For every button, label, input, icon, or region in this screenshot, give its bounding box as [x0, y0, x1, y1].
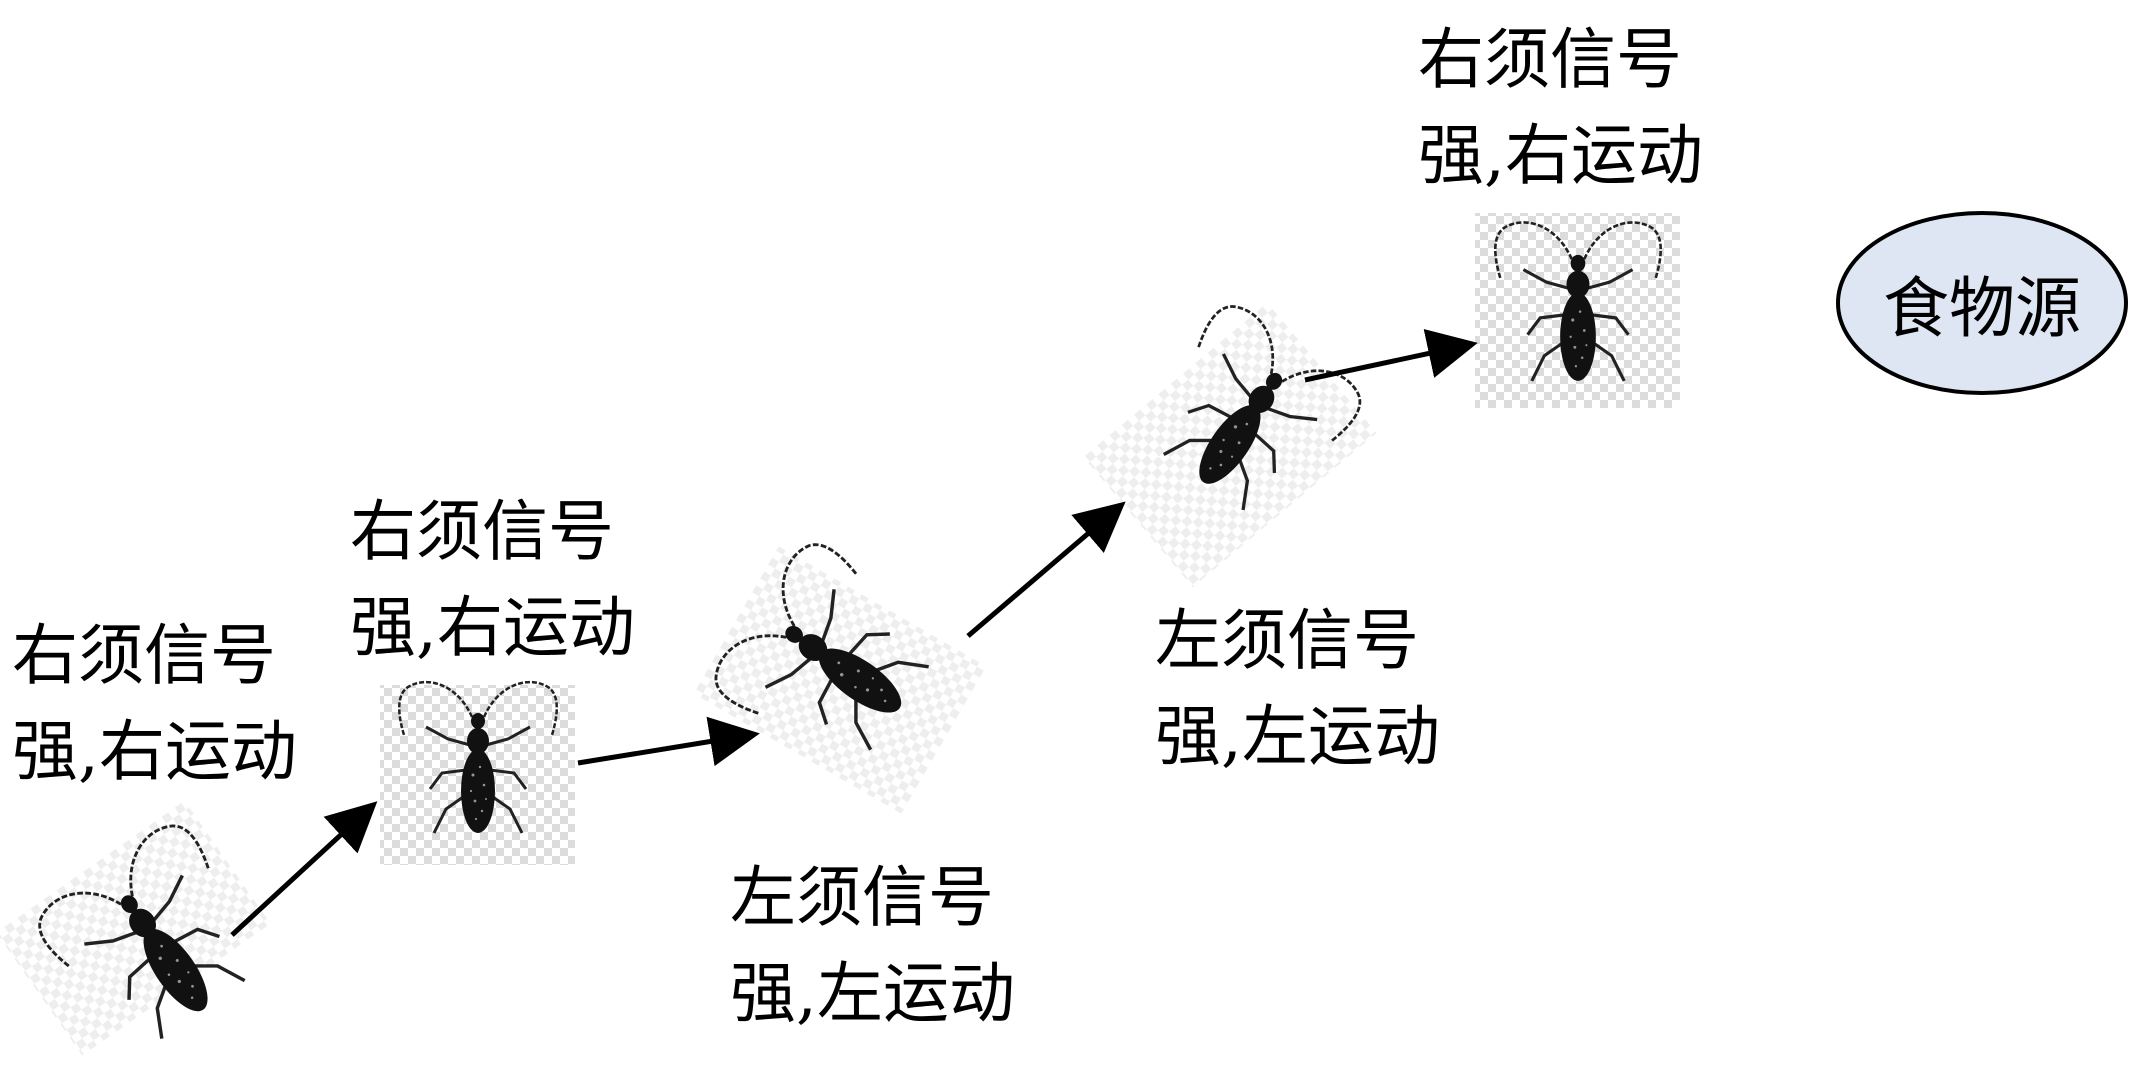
arrow-4 — [1304, 328, 1478, 383]
beetle-5-label-line2: 强,右运动 — [1418, 117, 1703, 194]
beetle-1-label-line1: 右须信号 — [12, 617, 276, 694]
beetle-2-label-line1: 右须信号 — [350, 493, 614, 570]
beetle-5-label: 右须信号 强,右运动 — [1418, 12, 1703, 204]
beetle-2-label-line2: 强,右运动 — [350, 589, 635, 666]
beetle-3-label: 左须信号 强,左运动 — [730, 850, 1015, 1042]
beetle-2-label: 右须信号 强,右运动 — [350, 484, 635, 676]
beetle-5-label-line1: 右须信号 — [1418, 21, 1682, 98]
food-source-label: 食物源 — [1883, 270, 2081, 347]
beetle-3-label-line1: 左须信号 — [730, 859, 994, 936]
beetle-1-label: 右须信号 强,右运动 — [12, 608, 297, 800]
arrow-1 — [230, 801, 378, 937]
beetle-4-label-line2: 强,左运动 — [1155, 698, 1440, 775]
beetle-3-label-line2: 强,左运动 — [730, 955, 1015, 1032]
food-source: 食物源 — [1833, 208, 2131, 398]
beetle-1-label-line2: 强,右运动 — [12, 713, 297, 790]
beetle-4-label-line1: 左须信号 — [1155, 602, 1419, 679]
arrow-3 — [966, 501, 1126, 638]
food-source-ellipse — [1836, 211, 2128, 395]
beetle-4-label: 左须信号 强,左运动 — [1155, 593, 1440, 785]
arrow-2 — [577, 716, 760, 767]
